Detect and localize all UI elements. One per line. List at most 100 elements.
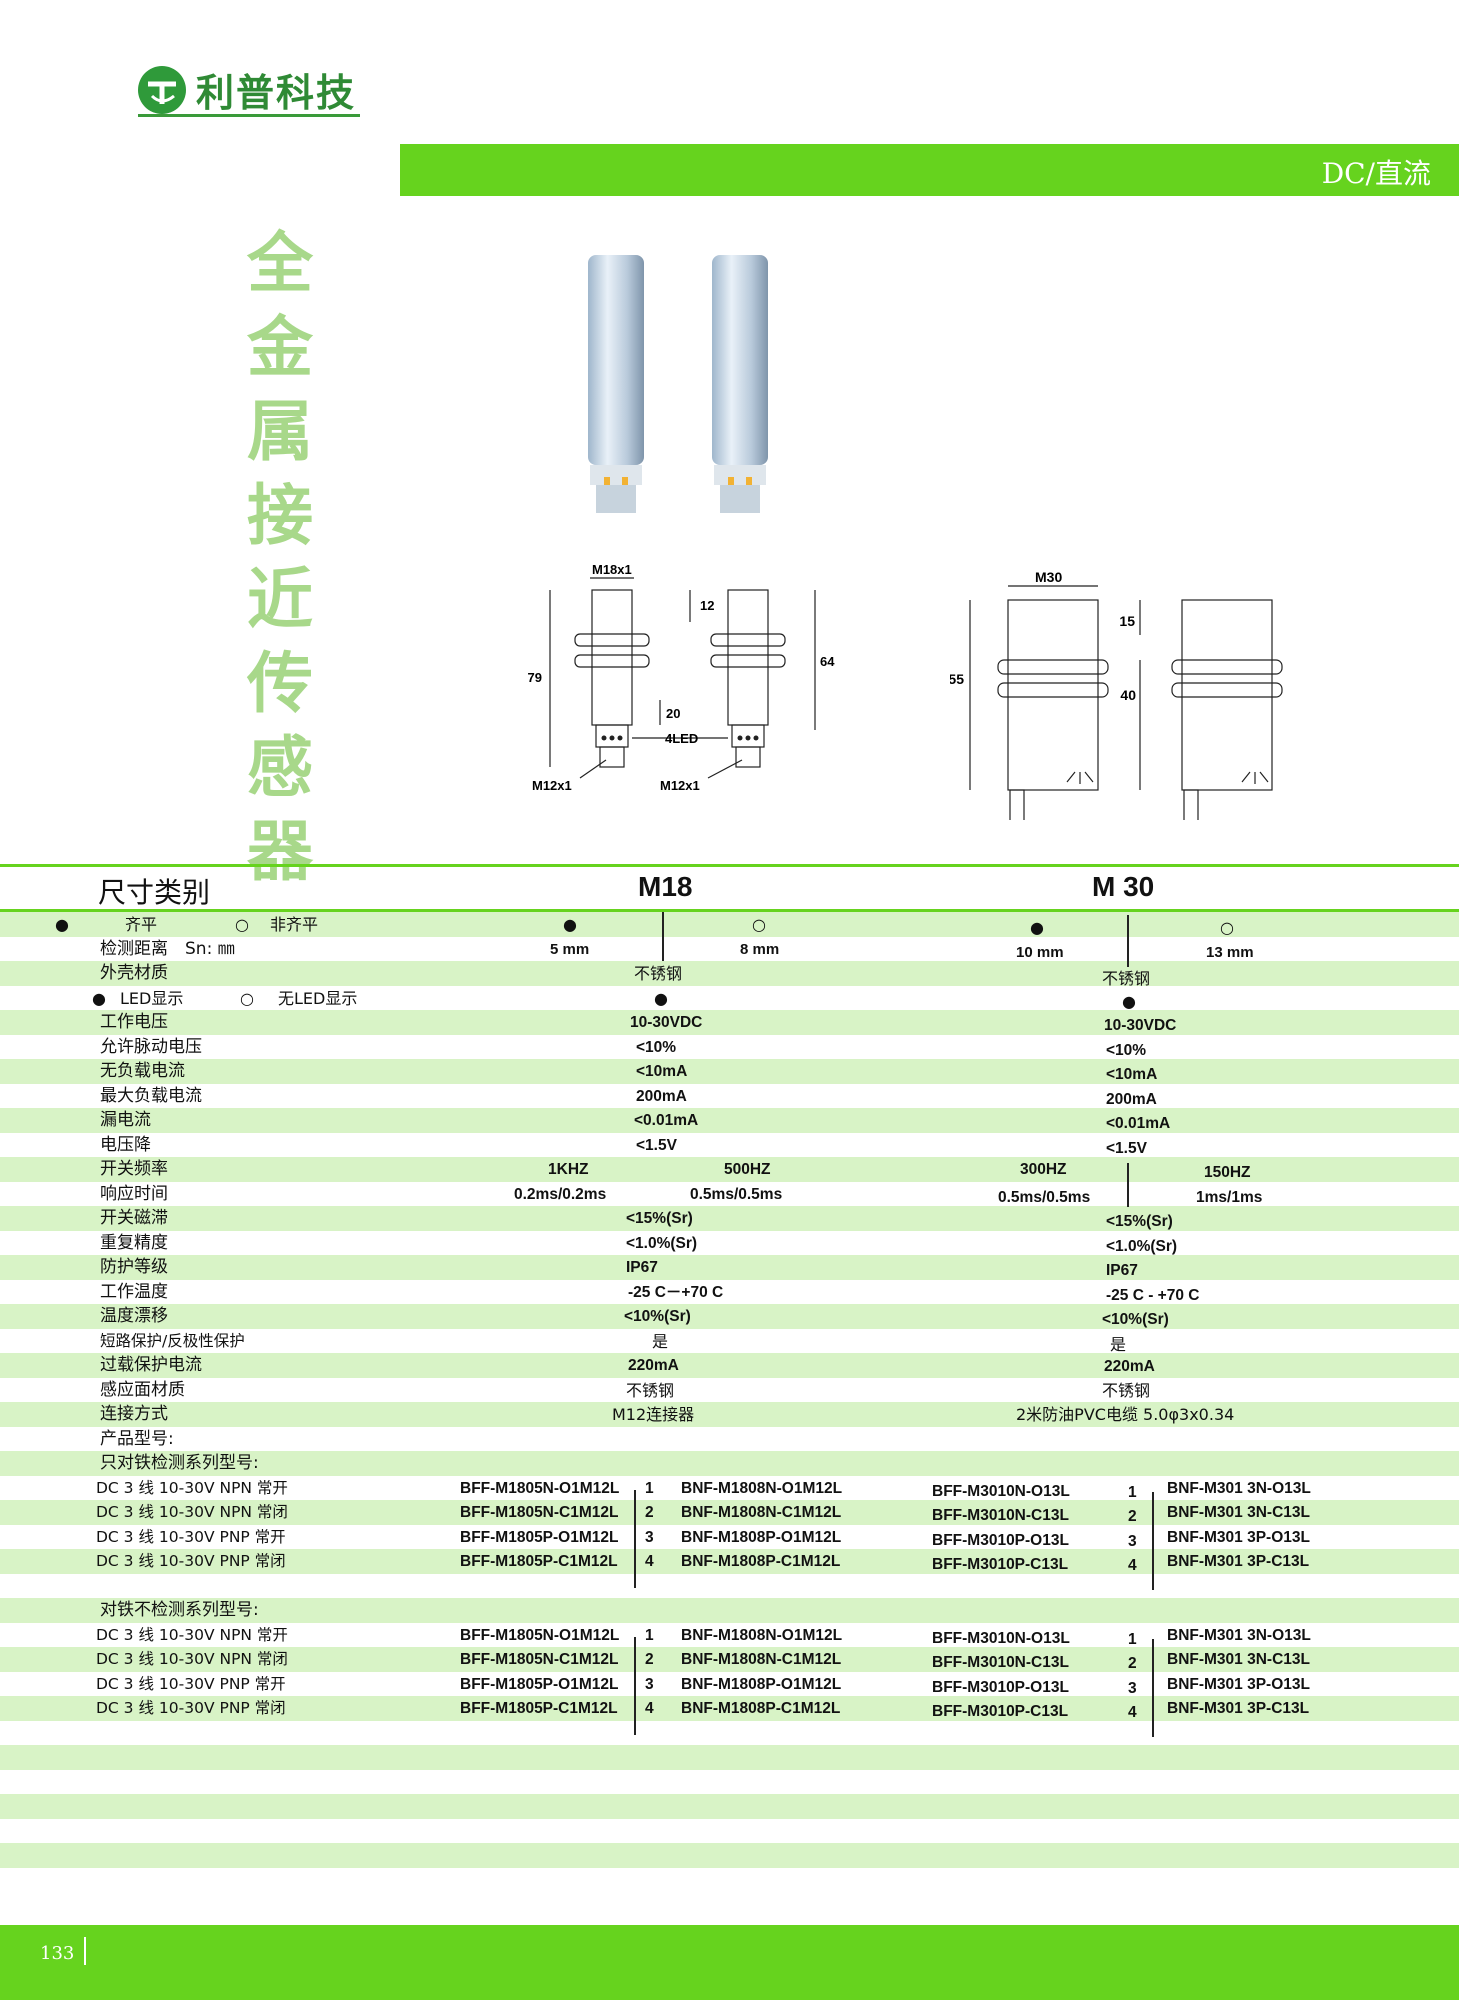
m30-spec-value: <1.0%(Sr) bbox=[1106, 1237, 1178, 1255]
m18-spec-value: <1.5V bbox=[636, 1136, 677, 1154]
table-header-rule bbox=[0, 909, 1459, 912]
group2-title: 对铁不检测系列型号: bbox=[100, 1600, 259, 1620]
spec-label: 短路保护/反极性保护 bbox=[100, 1331, 245, 1350]
model-code: BFF-M3010N-O13L bbox=[932, 1629, 1070, 1647]
m18-spec-value: 不锈钢 bbox=[626, 1380, 675, 1400]
column-divider bbox=[634, 1637, 636, 1735]
vertical-title: 全金属接近传感器 bbox=[247, 225, 313, 890]
led-with-label: LED显示 bbox=[120, 988, 184, 1008]
m30-dimension-drawing: M30 55 15 40 bbox=[950, 569, 1283, 820]
table-row bbox=[0, 1843, 1459, 1868]
column-divider bbox=[1152, 1639, 1154, 1737]
model-code: BNF-M1808P-O1M12L bbox=[681, 1528, 842, 1546]
model-index: 1 bbox=[645, 1626, 654, 1644]
m30-spec-value: <15%(Sr) bbox=[1106, 1213, 1173, 1230]
model-code: BNF-M1808P-C1M12L bbox=[681, 1700, 841, 1717]
model-code: BNF-M301 3P-O13L bbox=[1167, 1675, 1310, 1693]
sensor-photo-left bbox=[588, 255, 644, 513]
m30-nonflush-circle-icon: ○ bbox=[1220, 918, 1234, 937]
spec-label: 最大负载电流 bbox=[100, 1085, 202, 1106]
model-index: 1 bbox=[1128, 1630, 1137, 1648]
model-row: DC 3 线 10-30V NPN 常开 BFF-M1805N-O1M12L 1 BN… bbox=[0, 1623, 1459, 1648]
logo-mark-icon bbox=[138, 66, 186, 114]
m18-led-dot-icon: ● bbox=[654, 988, 668, 1008]
m30-led-dot-icon: ● bbox=[1122, 991, 1136, 1011]
table-row: 感应面材质 不锈钢 不锈钢 bbox=[0, 1378, 1459, 1403]
model-code: BFF-M1805P-O1M12L bbox=[460, 1528, 619, 1546]
model-wiring-label: DC 3 线 10-30V NPN 常闭 bbox=[96, 1650, 288, 1668]
spec-label: 防护等级 bbox=[100, 1257, 168, 1277]
table-row: 无负载电流 <10mA <10mA bbox=[0, 1059, 1459, 1084]
table-row bbox=[0, 1770, 1459, 1795]
spec-label: 开关磁滞 bbox=[100, 1208, 168, 1228]
m30-len-total: 55 bbox=[950, 671, 964, 687]
model-index: 3 bbox=[645, 1528, 654, 1546]
column-divider bbox=[1127, 915, 1129, 967]
table-row: 防护等级 IP67 IP67 bbox=[0, 1255, 1459, 1280]
table-row: ● 齐平 ○ 非齐平 ● ○ ● ○ bbox=[0, 912, 1459, 937]
m18-header: M18 bbox=[638, 871, 693, 902]
model-code: BFF-M3010P-O13L bbox=[932, 1678, 1069, 1696]
model-code: BFF-M1805N-C1M12L bbox=[460, 1504, 619, 1521]
m30-spec-value: <10mA bbox=[1106, 1066, 1158, 1083]
model-title: 产品型号: bbox=[100, 1428, 174, 1449]
model-index: 4 bbox=[645, 1553, 654, 1570]
table-row bbox=[0, 1721, 1459, 1746]
model-wiring-label: DC 3 线 10-30V PNP 常开 bbox=[96, 1674, 286, 1693]
logo-underline bbox=[138, 114, 360, 117]
m30-spec-value: 是 bbox=[1110, 1334, 1127, 1354]
m30-spec-value: <10% bbox=[1106, 1041, 1147, 1059]
m18-spec-value: <0.01mA bbox=[634, 1112, 699, 1129]
table-row: 温度漂移 <10%(Sr) <10%(Sr) bbox=[0, 1304, 1459, 1329]
m30-spec-value: 10-30VDC bbox=[1104, 1017, 1177, 1034]
m18-freq-a: 1KHZ bbox=[548, 1161, 589, 1178]
m18-sensing-a: 5 mm bbox=[550, 940, 590, 958]
m18-spec-value: <10%(Sr) bbox=[624, 1308, 691, 1325]
m30-spec-value: 不锈钢 bbox=[1102, 1380, 1151, 1400]
model-code: BNF-M301 3N-O13L bbox=[1167, 1626, 1311, 1644]
model-code: BNF-M1808P-C1M12L bbox=[681, 1553, 841, 1570]
product-photo bbox=[588, 255, 768, 513]
model-code: BNF-M301 3N-C13L bbox=[1167, 1651, 1310, 1668]
brand-name: 利普科技 bbox=[196, 71, 357, 115]
table-row bbox=[0, 1745, 1459, 1770]
m18-spec-value: <15%(Sr) bbox=[626, 1210, 693, 1227]
column-divider bbox=[1152, 1492, 1154, 1590]
m18-thread-label: M18x1 bbox=[592, 562, 632, 577]
m18-nonflush-circle-icon: ○ bbox=[752, 915, 766, 934]
model-wiring-label: DC 3 线 10-30V NPN 常闭 bbox=[96, 1503, 288, 1521]
table-row bbox=[0, 1868, 1459, 1893]
spec-label: 温度漂移 bbox=[100, 1306, 168, 1326]
m30-spec-value: <0.01mA bbox=[1106, 1115, 1171, 1132]
m18-connector-right: M12x1 bbox=[660, 778, 700, 793]
freq-label: 开关频率 bbox=[100, 1159, 168, 1179]
spec-label: 过载保护电流 bbox=[100, 1355, 202, 1375]
m30-spec-value: -25 C - +70 C bbox=[1106, 1286, 1200, 1304]
m18-spec-value: M12连接器 bbox=[612, 1405, 695, 1424]
page-number: 133 bbox=[40, 1943, 75, 1964]
m30-spec-value: IP67 bbox=[1106, 1262, 1138, 1279]
m18-spec-value: 10-30VDC bbox=[630, 1014, 703, 1031]
m18-resp-b: 0.5ms/0.5ms bbox=[690, 1185, 783, 1203]
model-code: BNF-M301 3N-O13L bbox=[1167, 1479, 1311, 1497]
m30-spec-value: <10%(Sr) bbox=[1102, 1311, 1169, 1328]
m18-connector-left: M12x1 bbox=[532, 778, 572, 793]
m18-flush-dot-icon: ● bbox=[563, 915, 577, 934]
nonflush-circle-icon: ○ bbox=[235, 915, 249, 934]
table-top-rule bbox=[0, 864, 1459, 867]
model-code: BFF-M1805N-O1M12L bbox=[460, 1626, 620, 1644]
m18-len-b: 64 bbox=[820, 654, 835, 669]
table-row: 连接方式 M12连接器 2米防油PVC电缆 5.0φ3x0.34 bbox=[0, 1402, 1459, 1427]
model-code: BFF-M3010P-O13L bbox=[932, 1531, 1069, 1549]
spec-label: 感应面材质 bbox=[100, 1379, 185, 1400]
m18-spec-value: 220mA bbox=[628, 1357, 679, 1374]
resp-label: 响应时间 bbox=[100, 1183, 168, 1204]
table-row: 开关磁滞 <15%(Sr) <15%(Sr) bbox=[0, 1206, 1459, 1231]
m30-housing: 不锈钢 bbox=[1102, 969, 1151, 988]
table-row: 检测距离 Sn: ㎜ 5 mm 8 mm 10 mm 13 mm bbox=[0, 937, 1459, 962]
model-wiring-label: DC 3 线 10-30V NPN 常开 bbox=[96, 1625, 288, 1644]
